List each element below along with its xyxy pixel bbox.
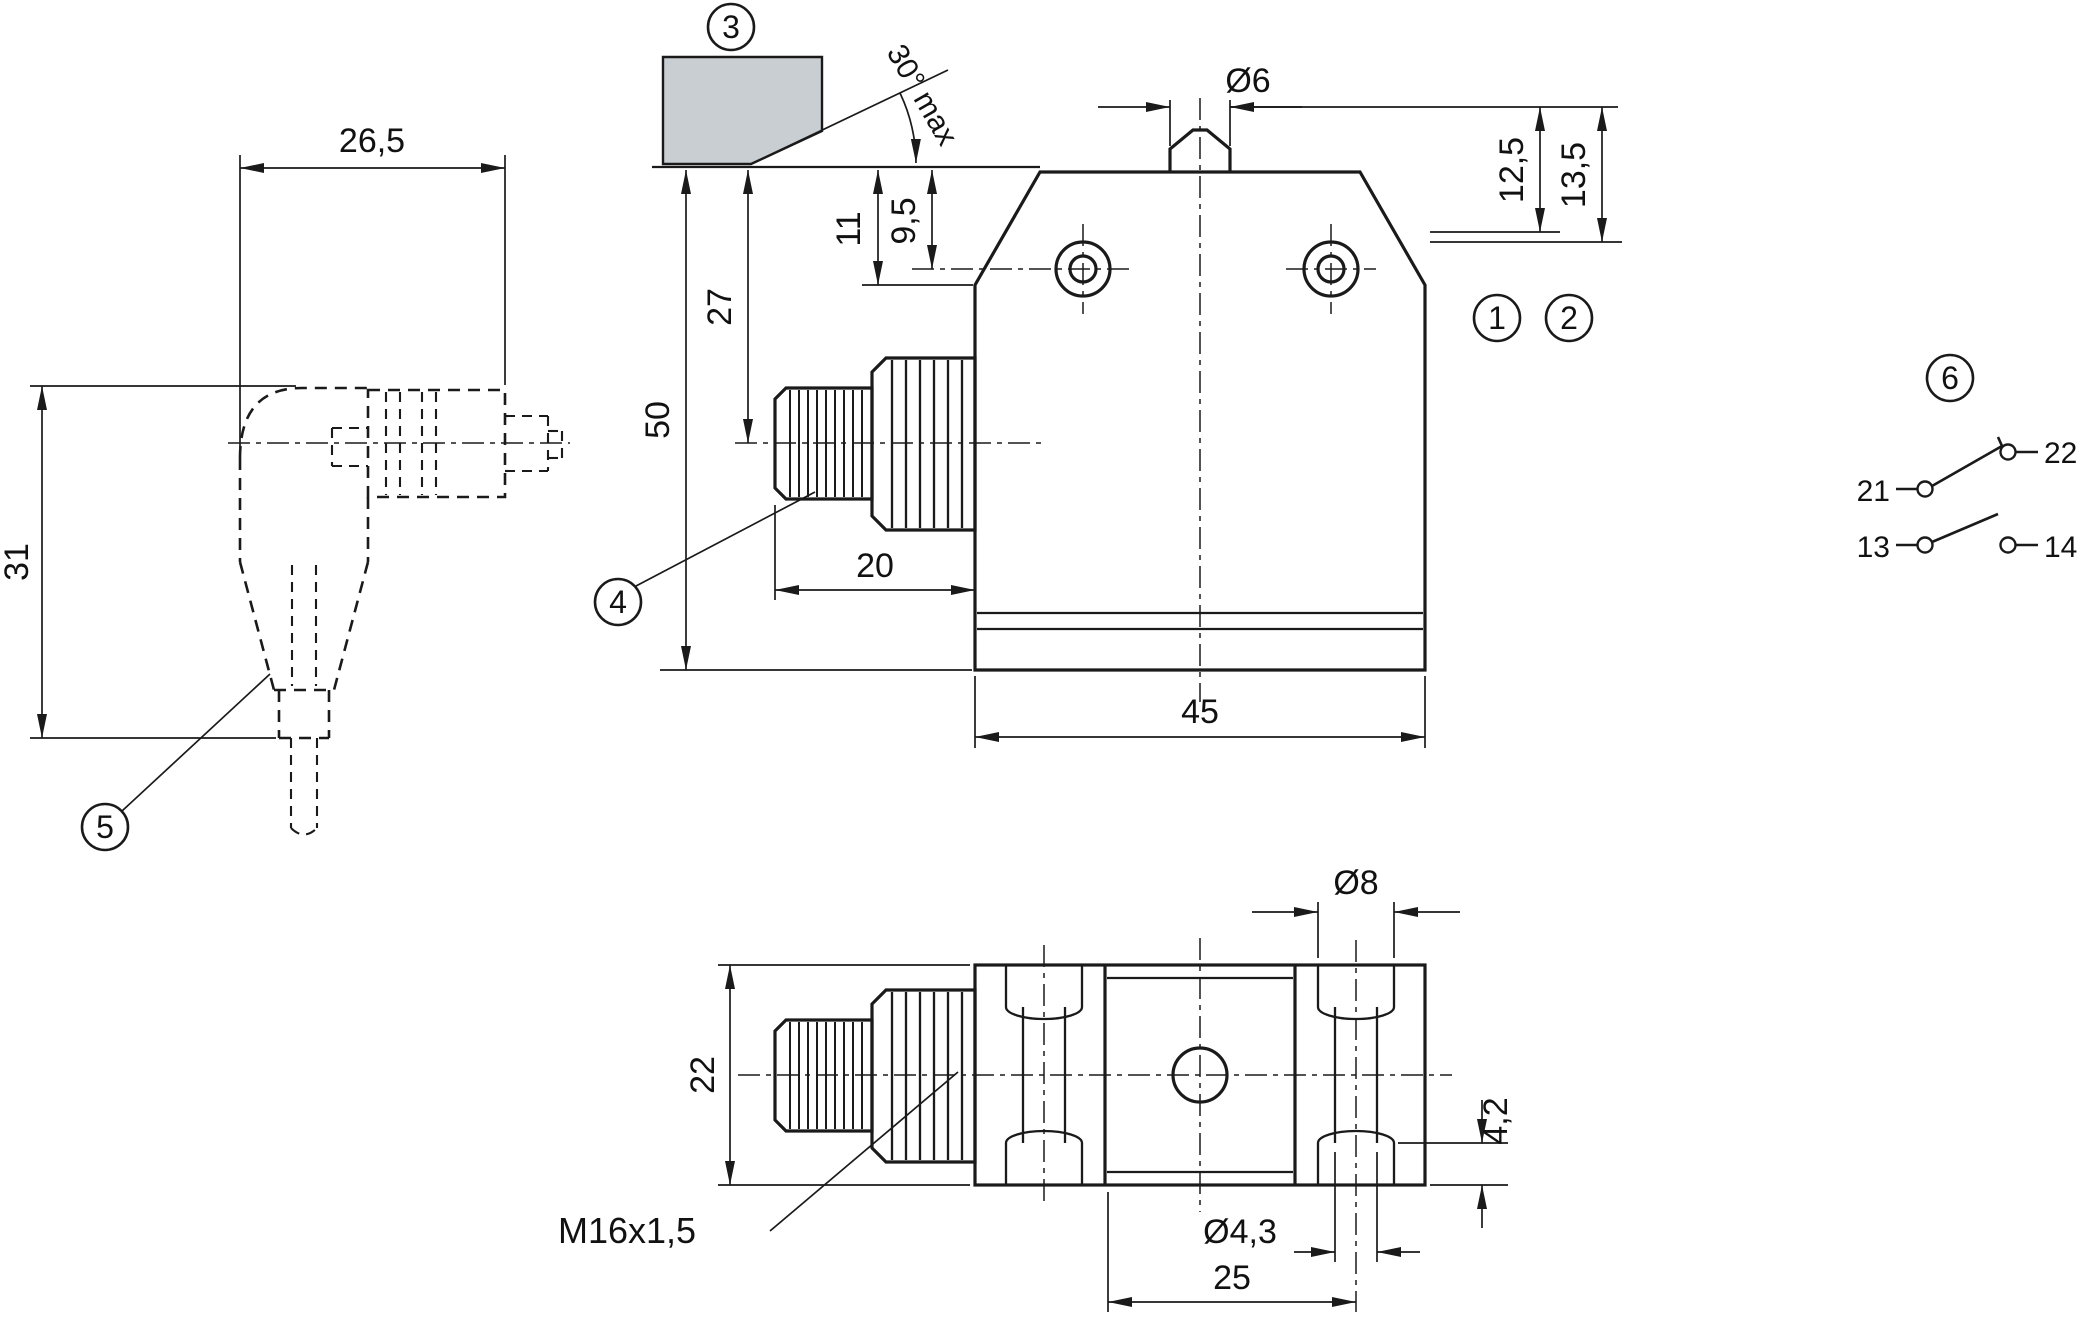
- dim-31: 31: [0, 543, 36, 581]
- center-hole: [1171, 1046, 1229, 1104]
- cam-wedge: [661, 55, 824, 166]
- dim-12-5: 12,5: [1493, 137, 1531, 203]
- mounting-slot-right: [1316, 965, 1396, 1185]
- callout-6: [1925, 353, 1975, 403]
- thread-label: M16x1,5: [558, 1210, 696, 1251]
- terminal-22: 22: [2044, 437, 2077, 470]
- dim-dia8: Ø8: [1333, 864, 1378, 902]
- connector-body-outline: [238, 386, 368, 459]
- dim-11: 11: [830, 211, 868, 246]
- callout-4-label: 4: [609, 584, 627, 620]
- terminal-14: 14: [2044, 531, 2077, 564]
- bottom-view: 22 Ø8 4,2 Ø4,3 25 M16x1,5: [558, 864, 1515, 1312]
- coupling-nut: [870, 356, 977, 532]
- callout-2-label: 2: [1560, 300, 1578, 336]
- contact-terminal-21: [1916, 480, 1934, 498]
- contact-terminal-14: [1999, 536, 2017, 554]
- plug-thread-bottom: [773, 1018, 874, 1133]
- terminal-21: 21: [1857, 475, 1890, 508]
- cam-actuator: 30° max 3: [652, 2, 1040, 169]
- dim-dia4-3: Ø4,3: [1203, 1213, 1277, 1251]
- dim-26-5: 26,5: [339, 122, 405, 160]
- callout-1-label: 1: [1488, 300, 1506, 336]
- plunger: [1168, 128, 1232, 171]
- cam-angle-label: 30° max: [880, 39, 964, 151]
- dim-dia6: Ø6: [1225, 62, 1270, 100]
- dim-20: 20: [856, 547, 894, 585]
- connector-side-view: 26,5 31 5: [0, 122, 570, 852]
- contact-terminal-13: [1916, 536, 1934, 554]
- callout-4: [593, 577, 643, 627]
- callout-1: [1472, 293, 1522, 343]
- dim-4-2: 4,2: [1477, 1097, 1515, 1144]
- dim-27: 27: [701, 288, 739, 326]
- callout-3-label: 3: [722, 9, 740, 45]
- mounting-slot-left: [1004, 965, 1084, 1185]
- contact-diagram: 6 21 22 13 14: [1857, 353, 2077, 564]
- dim-22: 22: [684, 1056, 722, 1094]
- connector-nut-outline: [366, 388, 507, 499]
- dim-25: 25: [1213, 1259, 1251, 1297]
- switch-body-outline: [973, 170, 1427, 672]
- contact-terminal-22: [1999, 443, 2017, 461]
- dim-13-5: 13,5: [1555, 142, 1593, 208]
- callout-6-label: 6: [1941, 360, 1959, 396]
- terminal-13: 13: [1857, 531, 1890, 564]
- callout-2: [1544, 293, 1594, 343]
- callout-5: [80, 802, 130, 852]
- coupling-nut-bottom: [870, 988, 977, 1164]
- front-view: Ø6 11 9,5 27 50 12,5 13,5 1 2 20 45: [593, 62, 1622, 748]
- callout-5-label: 5: [96, 809, 114, 845]
- dim-9-5: 9,5: [885, 197, 923, 244]
- dim-50: 50: [639, 401, 677, 439]
- callout-3: [706, 2, 756, 52]
- plug-thread: [773, 386, 874, 501]
- dim-45: 45: [1181, 693, 1219, 731]
